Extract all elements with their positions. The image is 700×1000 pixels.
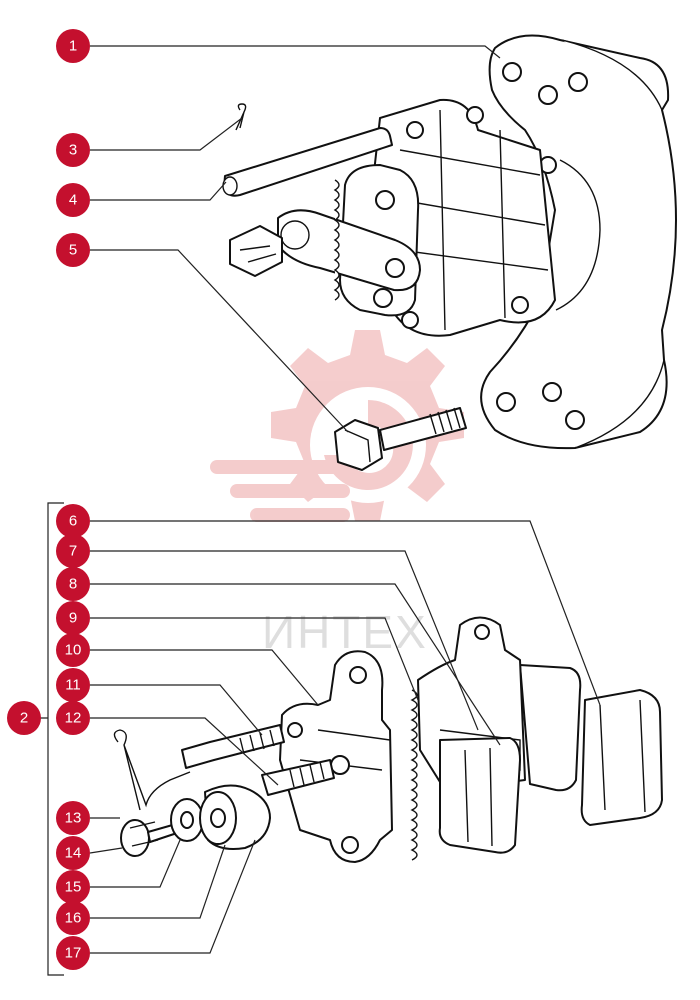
callout-13: 13: [56, 801, 90, 835]
callout-17: 17: [56, 936, 90, 970]
svg-text:13: 13: [65, 810, 82, 827]
callout-4: 4: [56, 183, 90, 217]
callout-14: 14: [56, 836, 90, 870]
caliper-assembly-exploded: [113, 616, 663, 863]
svg-text:7: 7: [69, 543, 77, 560]
svg-text:2: 2: [20, 710, 28, 727]
svg-text:6: 6: [69, 513, 77, 530]
callout-1: 1: [56, 29, 90, 63]
svg-text:14: 14: [65, 845, 82, 862]
svg-text:8: 8: [69, 576, 77, 593]
callout-16: 16: [56, 901, 90, 935]
callout-7: 7: [56, 534, 90, 568]
callout-2: 2: [7, 701, 41, 735]
svg-text:17: 17: [65, 945, 82, 962]
svg-text:9: 9: [69, 610, 77, 627]
svg-text:11: 11: [65, 677, 81, 694]
callout-8: 8: [56, 567, 90, 601]
svg-text:3: 3: [69, 142, 77, 159]
leader-lines: [89, 45, 601, 954]
callout-6: 6: [56, 504, 90, 538]
svg-text:5: 5: [69, 242, 77, 259]
watermark-gear-logo: ИНТЕХ: [210, 330, 464, 658]
watermark-text: ИНТЕХ: [262, 606, 428, 658]
callout-5: 5: [56, 233, 90, 267]
group-bracket-2: [40, 502, 64, 976]
callout-12: 12: [56, 701, 90, 735]
callout-9: 9: [56, 601, 90, 635]
svg-text:15: 15: [65, 879, 82, 896]
svg-text:10: 10: [65, 642, 82, 659]
svg-text:16: 16: [65, 910, 82, 927]
callout-15: 15: [56, 870, 90, 904]
caliper-assembly-upper: [222, 34, 677, 471]
svg-text:4: 4: [69, 192, 77, 209]
callout-3: 3: [56, 133, 90, 167]
svg-text:1: 1: [69, 38, 77, 55]
svg-text:12: 12: [65, 710, 82, 727]
callout-11: 11: [56, 668, 90, 702]
callout-10: 10: [56, 633, 90, 667]
